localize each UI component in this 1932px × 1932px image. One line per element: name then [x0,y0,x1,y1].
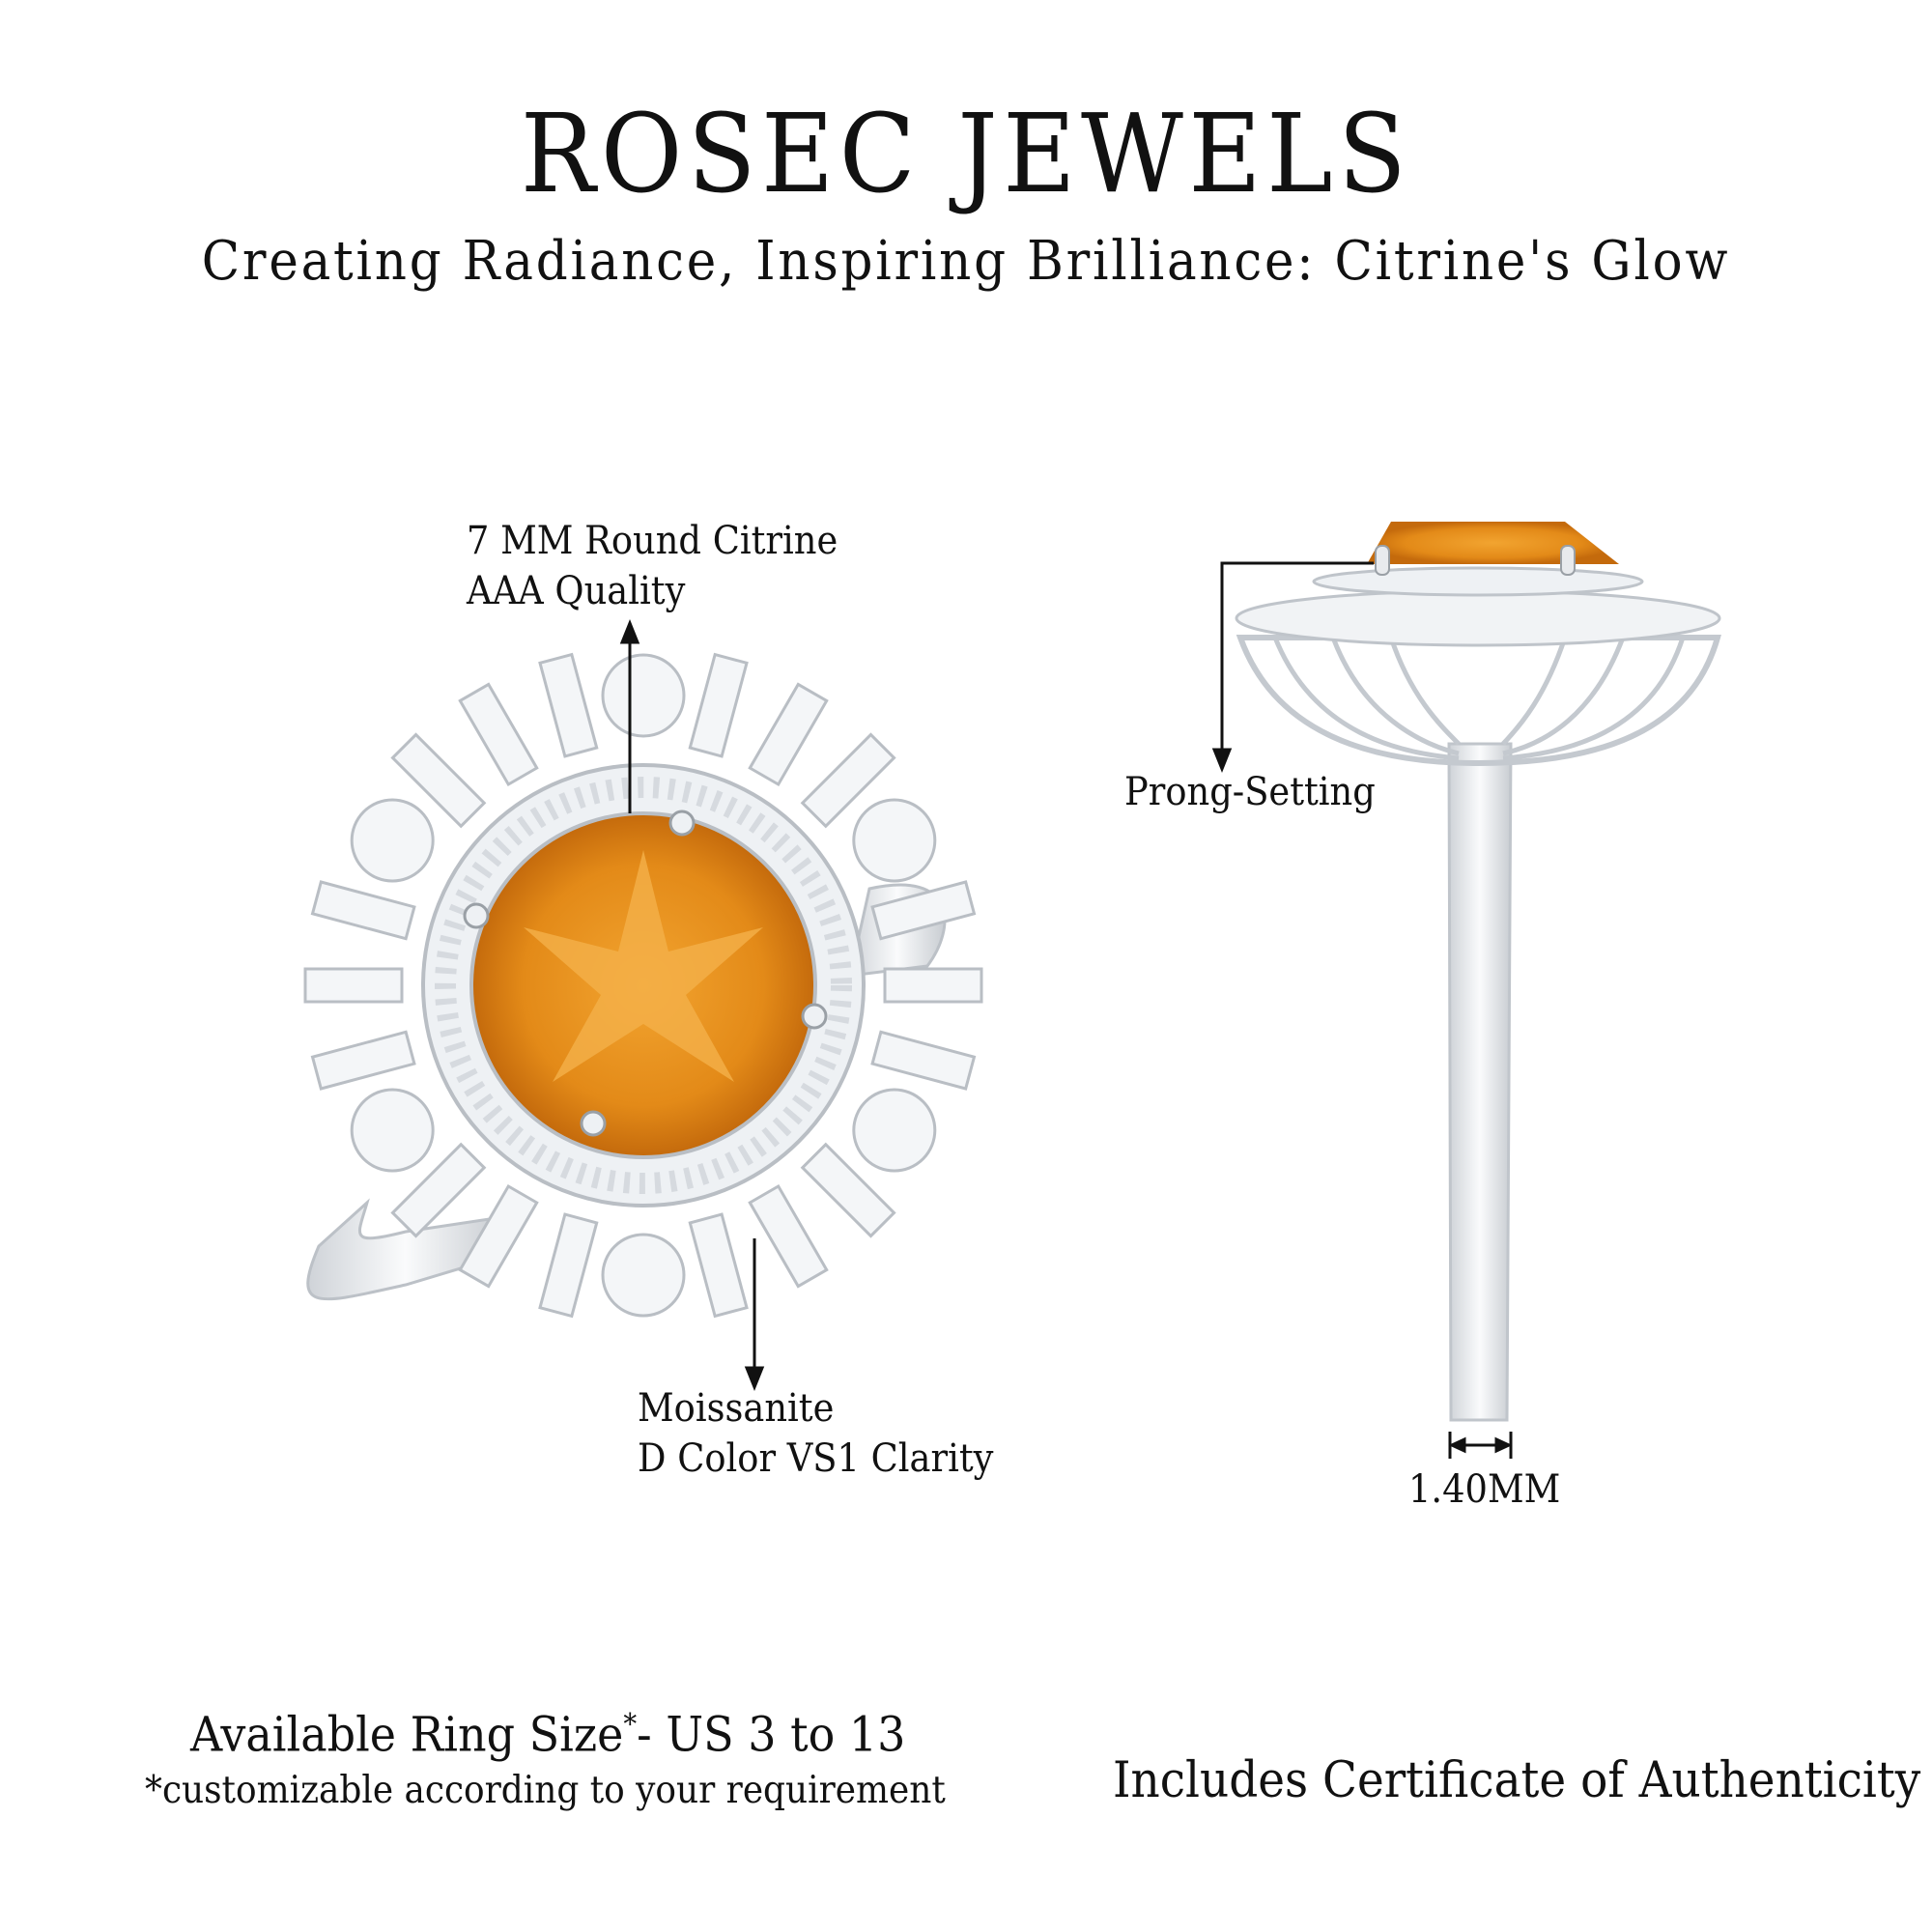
citrine-size-label: 7 MM Round Citrine [467,519,838,563]
moissanite-baguette-stone [883,967,983,1004]
moissanite-round-stone [601,1233,686,1318]
moissanite-baguette-stone [303,967,404,1004]
moissanite-baguette-stone [800,1142,896,1238]
brand-title: ROSEC JEWELS [520,92,1412,217]
moissanite-name-label: Moissanite [638,1386,835,1431]
moissanite-baguette-stone [390,1142,487,1238]
moissanite-baguette-stone [538,1212,599,1319]
citrine-quality-label: AAA Quality [467,569,686,613]
prong-setting-label: Prong-Setting [1124,770,1376,814]
moissanite-callout-arrow [744,1238,765,1392]
moissanite-round-stone [852,798,937,883]
moissanite-baguette-stone [688,1212,749,1319]
ring-size-asterisk: * [623,1708,638,1742]
moissanite-round-stone [350,798,435,883]
moissanite-grade-label: D Color VS1 Clarity [638,1436,994,1481]
ring-size-range: - US 3 to 13 [637,1706,906,1763]
prong-callout-arrow [1211,561,1374,774]
moissanite-baguette-stone [538,652,599,758]
citrine-callout-arrow [619,618,640,813]
band-width-dimension [1448,1432,1513,1459]
ring-size-note: *customizable according to your requirem… [145,1769,946,1812]
moissanite-round-stone [601,653,686,738]
moissanite-round-stone [350,1088,435,1173]
ring-size-info: Available Ring Size*- US 3 to 13 [190,1696,905,1764]
ring-size-prefix: Available Ring Size [190,1706,624,1763]
side-ring [1235,522,1721,1422]
moissanite-baguette-stone [458,682,539,787]
moissanite-baguette-stone [870,880,977,941]
certificate-note: Includes Certificate of Authenticity [1113,1752,1921,1809]
front-ring [303,652,983,1319]
moissanite-baguette-stone [458,1183,539,1289]
moissanite-baguette-stone [870,1030,977,1091]
moissanite-baguette-stone [748,1183,829,1289]
moissanite-baguette-stone [800,732,896,829]
moissanite-baguette-stone [390,732,487,829]
moissanite-baguette-stone [310,880,416,941]
band-width-label: 1.40MM [1408,1467,1561,1512]
citrine-label: 7 MM Round Citrine AAA Quality [467,516,838,616]
moissanite-round-stone [852,1088,937,1173]
moissanite-baguette-stone [310,1030,416,1091]
tagline: Creating Radiance, Inspiring Brilliance:… [201,230,1731,293]
moissanite-label: Moissanite D Color VS1 Clarity [638,1383,993,1484]
moissanite-baguette-stone [688,652,749,758]
moissanite-baguette-stone [748,682,829,787]
